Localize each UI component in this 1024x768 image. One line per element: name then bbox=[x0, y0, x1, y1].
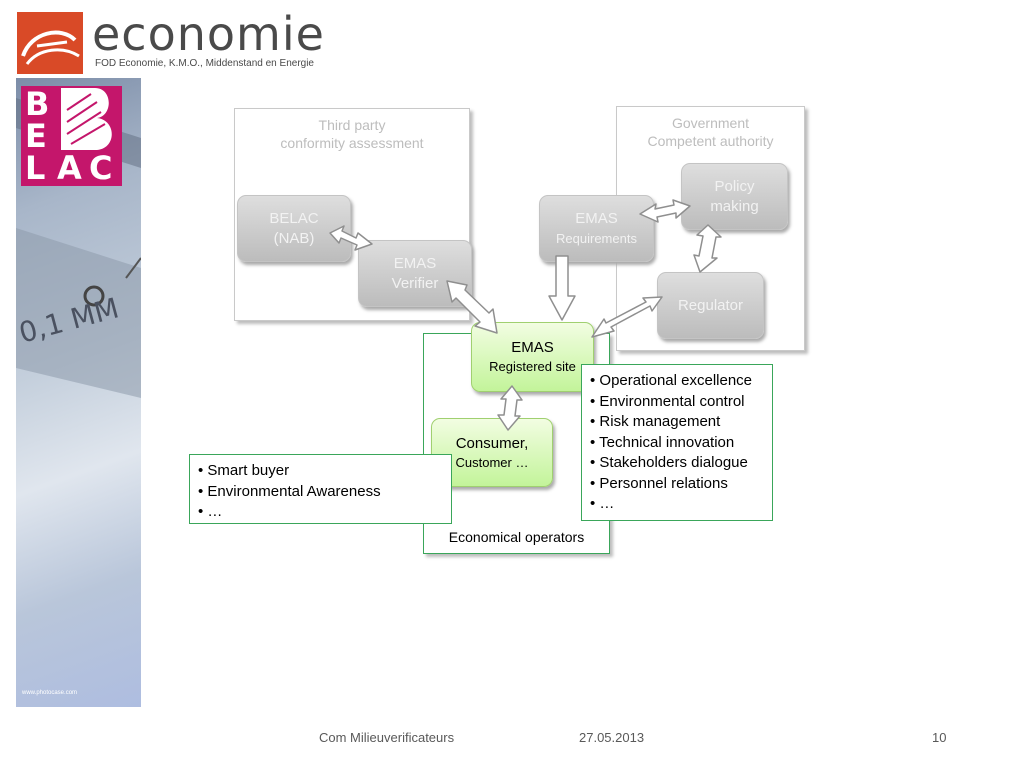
belac-nab-node: BELAC (NAB) bbox=[237, 195, 351, 262]
footer-title: Com Milieuverificateurs bbox=[319, 730, 455, 745]
site-node-line1: EMAS bbox=[511, 339, 554, 356]
benefit-list-item: • Operational excellence bbox=[590, 372, 753, 389]
government-title-line2: Competent authority bbox=[647, 133, 774, 149]
regulator-node: Regulator bbox=[657, 272, 764, 339]
belac-letter-b: B bbox=[25, 85, 50, 123]
third-party-title-line2: conformity assessment bbox=[280, 135, 424, 151]
belac-node-line1: BELAC bbox=[269, 209, 319, 227]
belac-letter-a: A bbox=[57, 149, 82, 187]
policy-node-line1: Policy bbox=[714, 177, 755, 195]
consumer-benefits-box: • Smart buyer • Environmental Awareness … bbox=[189, 454, 452, 524]
verifier-node-line1: EMAS bbox=[393, 254, 437, 272]
emas-verifier-node: EMAS Verifier bbox=[358, 240, 472, 307]
emas-registered-site-node: EMAS Registered site bbox=[471, 322, 594, 392]
emas-requirements-node: EMAS Requirements bbox=[539, 195, 654, 262]
economie-logo-mark bbox=[17, 12, 83, 74]
government-title-line1: Government bbox=[671, 115, 750, 131]
footer-page-number: 10 bbox=[932, 730, 947, 745]
belac-node-line2: (NAB) bbox=[273, 229, 315, 247]
verifier-node-line2: Verifier bbox=[391, 274, 439, 292]
consumer-list-item: • … bbox=[198, 503, 223, 520]
benefit-list-item: • Technical innovation bbox=[590, 433, 735, 451]
belac-b-shape-icon bbox=[61, 88, 112, 150]
arrow-policy-regulator bbox=[693, 224, 722, 273]
arrow-belac-verifier bbox=[329, 225, 373, 251]
belac-letter-l: L bbox=[25, 149, 46, 187]
site-benefits-box: • Operational excellence • Environmental… bbox=[581, 364, 773, 521]
benefit-list-item: • Environmental control bbox=[590, 392, 745, 410]
economical-operators-label: Economical operators bbox=[448, 529, 585, 545]
arrow-requirements-site bbox=[548, 255, 576, 321]
belac-letter-c: C bbox=[89, 149, 113, 187]
photo-credit: www.photocase.com bbox=[22, 690, 78, 696]
belac-logo: B E L A C bbox=[21, 86, 122, 186]
consumer-list-item: • Environmental Awareness bbox=[198, 482, 381, 500]
economie-e-icon bbox=[21, 30, 80, 65]
brand-subtitle: FOD Economie, K.M.O., Middenstand en Ene… bbox=[95, 58, 314, 69]
consumer-node-line1: Consumer, bbox=[455, 434, 529, 452]
arrow-regulator-site bbox=[591, 296, 663, 338]
requirements-node-line1: EMAS bbox=[575, 209, 618, 227]
sidebar-photo: 0,1 MM bbox=[16, 78, 141, 707]
benefit-list-item: • Stakeholders dialogue bbox=[590, 454, 748, 471]
benefit-list-item: • Personnel relations bbox=[590, 474, 728, 492]
consumer-node-line2: Customer … bbox=[455, 454, 529, 470]
brand-wordmark: economie bbox=[92, 7, 325, 61]
site-node-line2: Registered site bbox=[489, 359, 576, 374]
benefit-list-item: • Risk management bbox=[590, 413, 721, 430]
arrow-verifier-site bbox=[446, 280, 498, 334]
footer-date: 27.05.2013 bbox=[579, 730, 645, 745]
regulator-node-label: Regulator bbox=[677, 296, 744, 314]
arrow-site-consumer bbox=[497, 385, 523, 431]
benefit-list-item: • … bbox=[590, 495, 615, 512]
policy-node-line2: making bbox=[710, 197, 759, 215]
third-party-title-line1: Third party bbox=[318, 117, 386, 133]
requirements-node-line2: Requirements bbox=[556, 230, 637, 246]
policy-making-node: Policy making bbox=[681, 163, 788, 230]
belac-letter-e: E bbox=[25, 117, 47, 155]
consumer-list-item: • Smart buyer bbox=[198, 462, 290, 479]
arrow-requirements-policy bbox=[639, 199, 691, 223]
